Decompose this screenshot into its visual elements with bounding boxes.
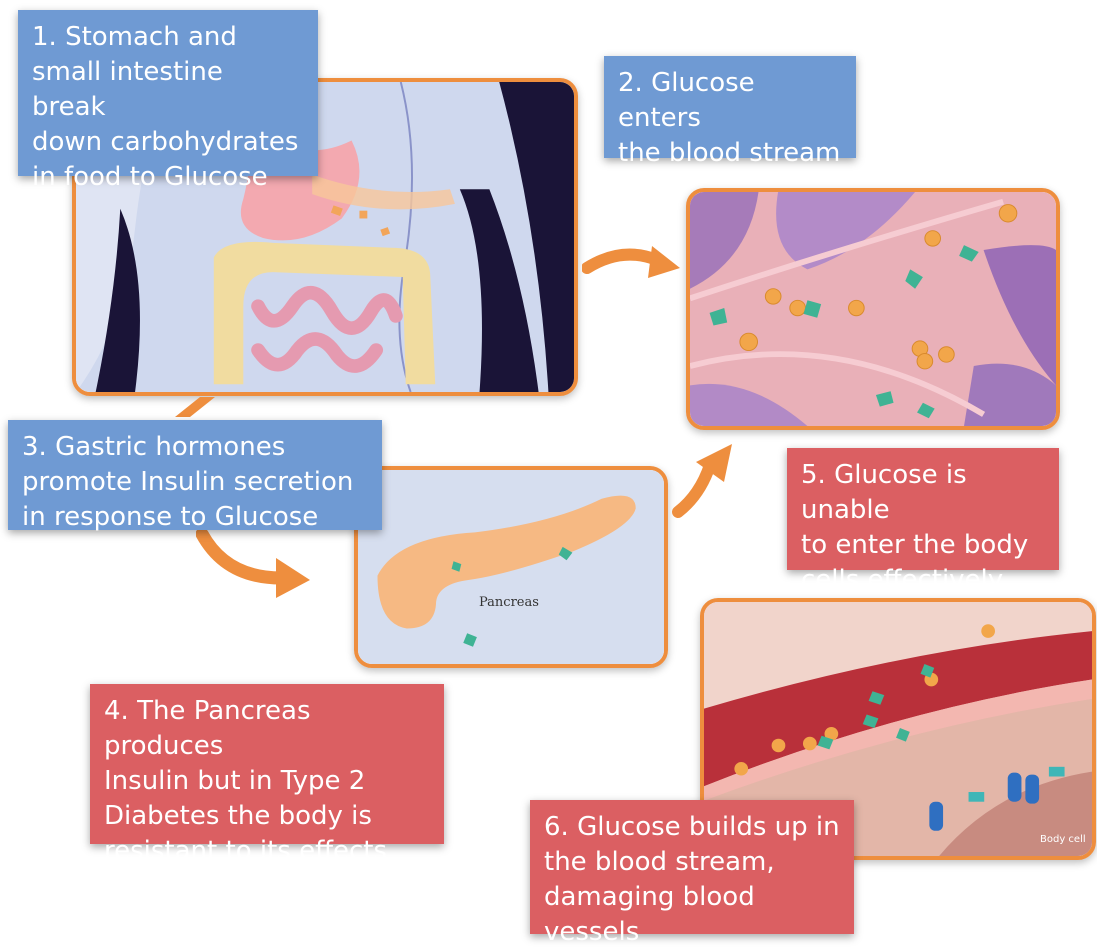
- step-5-caption: 5. Glucose is unable to enter the body c…: [787, 448, 1059, 570]
- step-6-caption: 6. Glucose builds up in the blood stream…: [530, 800, 854, 934]
- step-4-caption: 4. The Pancreas produces Insulin but in …: [90, 684, 444, 844]
- arrow-stomach-to-hormones: [170, 392, 220, 422]
- pancreas-label: Pancreas: [479, 595, 539, 610]
- arrow-pancreas-to-blood: [670, 440, 740, 520]
- step-3-caption: 3. Gastric hormones promote Insulin secr…: [8, 420, 382, 530]
- step-2-caption: 2. Glucose enters the blood stream: [604, 56, 856, 158]
- body-cell-label: Body cell: [1040, 834, 1086, 845]
- blood-stream-illustration: [686, 188, 1060, 430]
- step-1-caption: 1. Stomach and small intestine break dow…: [18, 10, 318, 176]
- pancreas-illustration: [354, 466, 668, 668]
- arrow-stomach-to-blood: [582, 246, 682, 296]
- arrow-hormones-to-pancreas: [196, 528, 316, 600]
